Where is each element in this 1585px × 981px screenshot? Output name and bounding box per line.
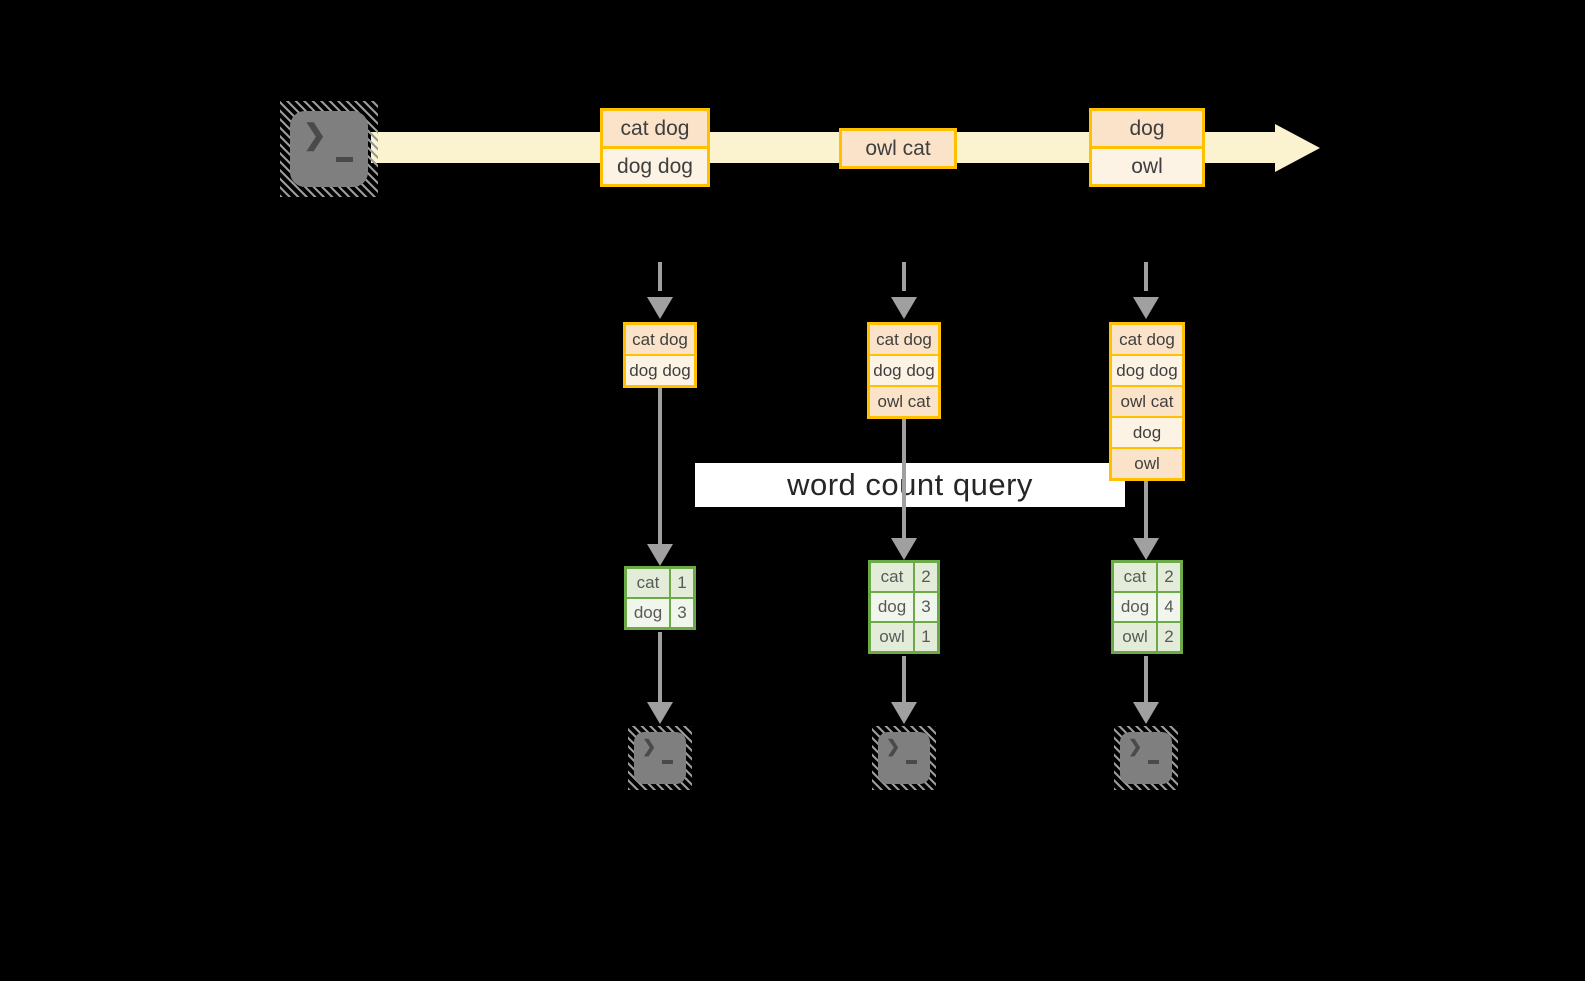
records-to-counts-arrow-3 (1133, 481, 1159, 560)
word-cell: dog (1114, 593, 1156, 621)
count-cell: 1 (915, 623, 937, 651)
record-row: dog dog (1112, 356, 1182, 385)
source-terminal-icon: ❯ (280, 101, 378, 197)
word-cell: owl (1114, 623, 1156, 651)
terminal-prompt-icon: ❯ (303, 119, 327, 150)
count-cell: 4 (1158, 593, 1180, 621)
count-row: owl 1 (871, 623, 937, 651)
terminal-cursor-icon (906, 760, 917, 764)
output-terminal-icon-3: ❯ (1114, 726, 1178, 790)
count-row: dog 3 (627, 599, 693, 627)
counts-to-output-arrow-1 (647, 632, 673, 724)
record-row: dog dog (870, 356, 938, 385)
stream-to-records-arrow-1 (647, 262, 673, 319)
terminal-prompt-icon: ❯ (886, 737, 901, 756)
terminal-prompt-icon: ❯ (1128, 737, 1143, 756)
stream-event-word: dog (1092, 111, 1202, 146)
record-row: owl cat (1112, 387, 1182, 416)
terminal-prompt-icon: ❯ (642, 737, 657, 756)
count-row: dog 3 (871, 593, 937, 621)
count-cell: 2 (1158, 563, 1180, 591)
terminal-cursor-icon (1148, 760, 1159, 764)
word-count-table-2: cat 2 dog 3 owl 1 (868, 560, 940, 654)
terminal-cursor-icon (662, 760, 673, 764)
word-count-table-1: cat 1 dog 3 (624, 566, 696, 630)
output-terminal-icon-2: ❯ (872, 726, 936, 790)
terminal-screen: ❯ (290, 111, 368, 187)
record-row: owl cat (870, 387, 938, 416)
stream-arrowhead-icon (1275, 124, 1320, 172)
stream-event-word: owl cat (842, 131, 954, 166)
records-to-counts-arrow-2 (891, 419, 917, 560)
word-cell: owl (871, 623, 913, 651)
count-cell: 3 (671, 599, 693, 627)
word-cell: cat (871, 563, 913, 591)
terminal-screen: ❯ (1120, 732, 1172, 784)
stream-to-records-arrow-3 (1133, 262, 1159, 319)
record-row: dog (1112, 418, 1182, 447)
terminal-cursor-icon (336, 157, 353, 162)
word-cell: dog (627, 599, 669, 627)
count-row: cat 1 (627, 569, 693, 597)
count-cell: 2 (1158, 623, 1180, 651)
terminal-screen: ❯ (634, 732, 686, 784)
counts-to-output-arrow-2 (891, 656, 917, 724)
record-row: cat dog (870, 325, 938, 354)
records-to-counts-arrow-1 (647, 388, 673, 566)
query-label: word count query (787, 467, 1033, 502)
record-row: cat dog (626, 325, 694, 354)
count-row: owl 2 (1114, 623, 1180, 651)
word-count-query-banner: word count query (695, 463, 1125, 507)
stream-event-box-2: owl cat (839, 128, 957, 169)
word-count-table-3: cat 2 dog 4 owl 2 (1111, 560, 1183, 654)
count-cell: 2 (915, 563, 937, 591)
stream-to-records-arrow-2 (891, 262, 917, 319)
count-cell: 3 (915, 593, 937, 621)
output-terminal-icon-1: ❯ (628, 726, 692, 790)
record-row: owl (1112, 449, 1182, 478)
word-cell: cat (627, 569, 669, 597)
count-row: cat 2 (1114, 563, 1180, 591)
counts-to-output-arrow-3 (1133, 656, 1159, 724)
stream-event-word: dog dog (603, 149, 707, 184)
terminal-screen: ❯ (878, 732, 930, 784)
word-cell: cat (1114, 563, 1156, 591)
stream-event-word: owl (1092, 149, 1202, 184)
count-row: cat 2 (871, 563, 937, 591)
count-row: dog 4 (1114, 593, 1180, 621)
record-row: cat dog (1112, 325, 1182, 354)
record-row: dog dog (626, 356, 694, 385)
word-cell: dog (871, 593, 913, 621)
count-cell: 1 (671, 569, 693, 597)
stream-event-word: cat dog (603, 111, 707, 146)
